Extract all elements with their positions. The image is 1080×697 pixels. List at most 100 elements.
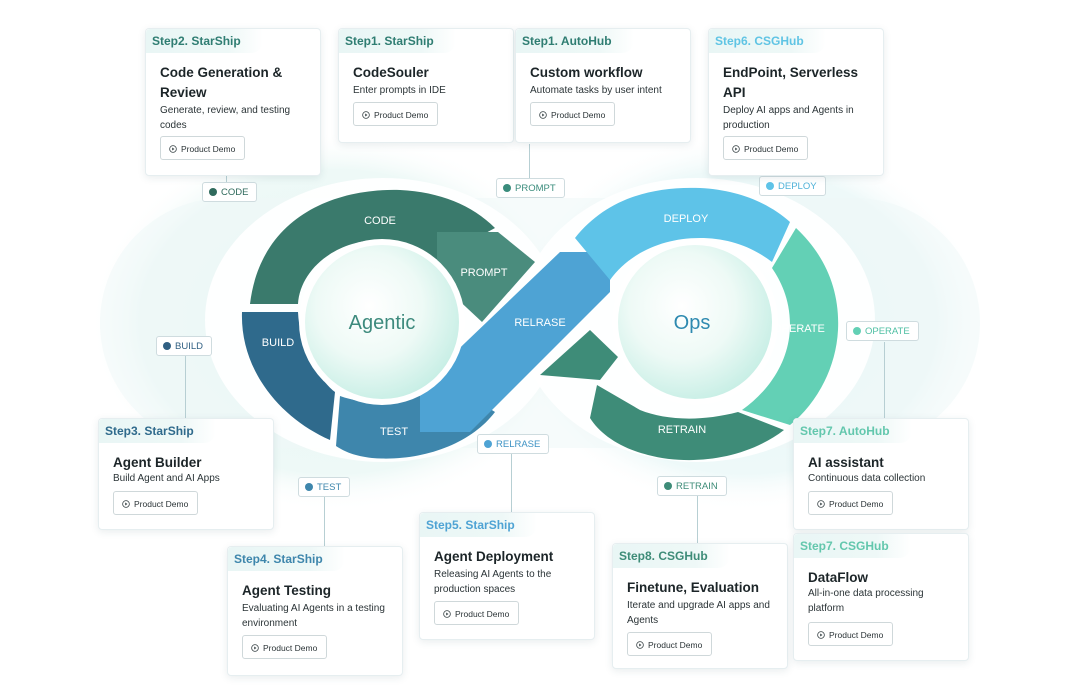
tag-deploy[interactable]: DEPLOY bbox=[759, 176, 826, 196]
play-circle-icon bbox=[636, 641, 644, 649]
play-circle-icon bbox=[122, 500, 130, 508]
tag-prompt[interactable]: PROMPT bbox=[496, 178, 565, 198]
product-demo-button[interactable]: Product Demo bbox=[353, 102, 439, 126]
label-code: CODE bbox=[364, 215, 396, 227]
card-custom-workflow: Step1. AutoHub Custom workflow Automate … bbox=[515, 28, 691, 143]
card-title: Custom workflow bbox=[530, 65, 643, 80]
product-demo-label: Product Demo bbox=[551, 110, 606, 120]
card-step: Step7. AutoHub bbox=[794, 419, 912, 443]
connector-operate bbox=[884, 342, 885, 418]
card-step: Step5. StarShip bbox=[420, 513, 537, 537]
play-circle-icon bbox=[817, 500, 825, 508]
product-demo-label: Product Demo bbox=[648, 640, 703, 650]
card-title: EndPoint, Serverless API bbox=[723, 65, 859, 100]
product-demo-label: Product Demo bbox=[455, 609, 510, 619]
dot-icon bbox=[664, 482, 672, 490]
product-demo-button[interactable]: Product Demo bbox=[160, 136, 246, 160]
dot-icon bbox=[163, 342, 171, 350]
connector-prompt bbox=[529, 144, 530, 178]
dot-icon bbox=[853, 327, 861, 335]
product-demo-label: Product Demo bbox=[263, 643, 318, 653]
tag-test-label: TEST bbox=[317, 482, 342, 493]
card-desc: Build Agent and AI Apps bbox=[113, 473, 220, 484]
label-deploy: DEPLOY bbox=[664, 213, 709, 225]
product-demo-button[interactable]: Product Demo bbox=[808, 622, 894, 646]
product-demo-label: Product Demo bbox=[374, 110, 429, 120]
card-step: Step1. StarShip bbox=[339, 29, 456, 53]
tag-build-label: BUILD bbox=[175, 341, 203, 352]
tag-release-label: RELRASE bbox=[496, 439, 541, 450]
card-agent-testing: Step4. StarShip Agent Testing Evaluating… bbox=[227, 546, 403, 676]
tag-retrain-label: RETRAIN bbox=[676, 481, 718, 492]
card-desc: Continuous data collection bbox=[808, 473, 926, 484]
product-demo-button[interactable]: Product Demo bbox=[113, 491, 199, 515]
card-step: Step4. StarShip bbox=[228, 547, 345, 571]
card-title: Finetune, Evaluation bbox=[627, 580, 760, 595]
dot-icon bbox=[305, 483, 313, 491]
segment-release[interactable] bbox=[420, 252, 610, 432]
tag-release[interactable]: RELRASE bbox=[477, 434, 550, 454]
segment-retrain-arrow[interactable] bbox=[540, 330, 618, 380]
connector-release bbox=[511, 454, 512, 513]
card-desc: Evaluating AI Agents in a testing enviro… bbox=[242, 603, 385, 629]
label-retrain: RETRAIN bbox=[658, 424, 706, 436]
segment-operate[interactable] bbox=[742, 228, 839, 425]
connector-retrain bbox=[697, 496, 698, 544]
dot-icon bbox=[503, 184, 511, 192]
core-ops bbox=[612, 239, 778, 405]
segment-code[interactable] bbox=[250, 189, 495, 304]
card-title: Agent Deployment bbox=[434, 549, 554, 564]
card-title: Agent Builder bbox=[113, 455, 202, 470]
tag-test[interactable]: TEST bbox=[298, 477, 351, 497]
product-demo-button[interactable]: Product Demo bbox=[434, 601, 520, 625]
play-circle-icon bbox=[362, 111, 370, 119]
card-step: Step6. CSGHub bbox=[709, 29, 826, 53]
label-prompt: PROMPT bbox=[460, 267, 507, 279]
core-agentic bbox=[299, 239, 465, 405]
card-title: DataFlow bbox=[808, 570, 869, 585]
product-demo-button[interactable]: Product Demo bbox=[808, 491, 894, 515]
card-ai-assistant: Step7. AutoHub AI assistant Continuous d… bbox=[793, 418, 969, 530]
product-demo-label: Product Demo bbox=[829, 499, 884, 509]
card-step: Step2. StarShip bbox=[146, 29, 263, 53]
product-demo-label: Product Demo bbox=[744, 144, 799, 154]
card-step: Step1. AutoHub bbox=[516, 29, 634, 53]
product-demo-button[interactable]: Product Demo bbox=[530, 102, 616, 126]
card-title: Agent Testing bbox=[242, 583, 331, 598]
segment-retrain[interactable] bbox=[590, 385, 784, 461]
card-endpoint: Step6. CSGHub EndPoint, Serverless API D… bbox=[708, 28, 884, 176]
label-operate: OPERATE bbox=[773, 323, 825, 335]
segment-deploy[interactable] bbox=[575, 187, 790, 280]
connector-test bbox=[324, 497, 325, 548]
tag-code-label: CODE bbox=[221, 187, 249, 198]
dot-icon bbox=[484, 440, 492, 448]
label-build: BUILD bbox=[262, 337, 294, 349]
tag-code[interactable]: CODE bbox=[202, 182, 258, 202]
center-label-agentic: Agentic bbox=[349, 312, 416, 334]
card-step: Step8. CSGHub bbox=[613, 544, 730, 568]
play-circle-icon bbox=[732, 145, 740, 153]
card-dataflow: Step7. CSGHub DataFlow All-in-one data p… bbox=[793, 533, 969, 661]
card-codesouler: Step1. StarShip CodeSouler Enter prompts… bbox=[338, 28, 514, 143]
product-demo-button[interactable]: Product Demo bbox=[242, 635, 328, 659]
play-circle-icon bbox=[817, 631, 825, 639]
label-release: RELRASE bbox=[514, 317, 565, 329]
card-desc: Automate tasks by user intent bbox=[530, 85, 662, 96]
card-desc: Deploy AI apps and Agents in production bbox=[723, 105, 854, 131]
card-title: CodeSouler bbox=[353, 65, 429, 80]
card-agent-deployment: Step5. StarShip Agent Deployment Releasi… bbox=[419, 512, 595, 640]
product-demo-button[interactable]: Product Demo bbox=[627, 632, 713, 656]
segment-build[interactable] bbox=[241, 312, 335, 440]
tag-operate[interactable]: OPERATE bbox=[846, 321, 919, 341]
card-desc: Enter prompts in IDE bbox=[353, 85, 446, 96]
dot-icon bbox=[209, 188, 217, 196]
card-code-generation: Step2. StarShip Code Generation & Review… bbox=[145, 28, 321, 176]
center-label-ops: Ops bbox=[674, 312, 711, 334]
product-demo-button[interactable]: Product Demo bbox=[723, 136, 809, 160]
product-demo-label: Product Demo bbox=[181, 144, 236, 154]
connector-code bbox=[226, 176, 227, 184]
play-circle-icon bbox=[169, 145, 177, 153]
tag-build[interactable]: BUILD bbox=[156, 336, 212, 356]
card-step: Step3. StarShip bbox=[99, 419, 216, 443]
tag-retrain[interactable]: RETRAIN bbox=[657, 476, 727, 496]
